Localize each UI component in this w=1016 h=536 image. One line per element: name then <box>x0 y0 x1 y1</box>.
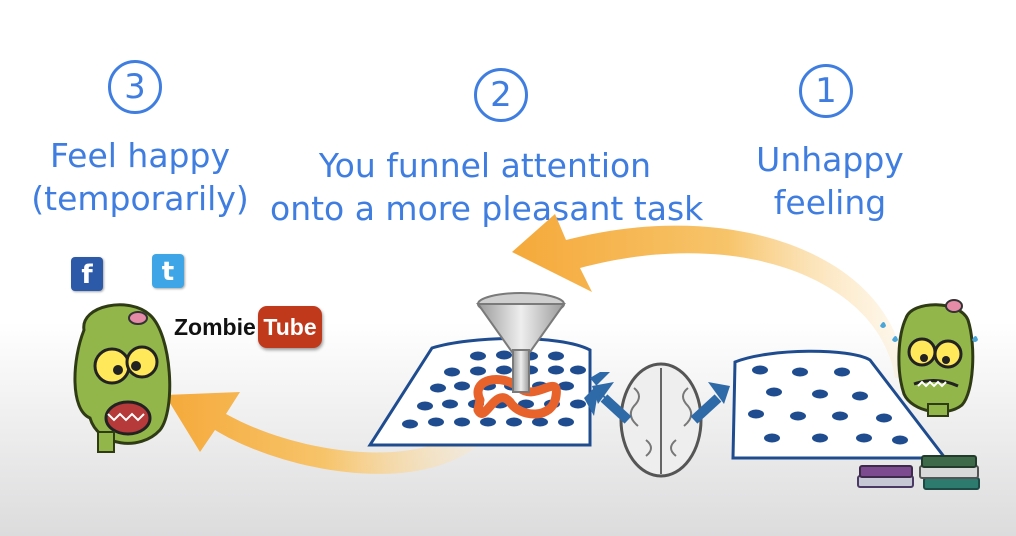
right-mode-arrow <box>690 382 730 424</box>
focused-dot <box>548 365 564 375</box>
step-1-line2: feeling <box>773 183 887 222</box>
unhappy-zombie-icon <box>880 299 978 417</box>
focused-dot <box>558 381 574 391</box>
focused-dot <box>454 417 470 427</box>
diffuse-dot <box>832 411 848 421</box>
facebook-icon: f <box>71 257 103 291</box>
focused-dot <box>558 417 574 427</box>
diffuse-dot <box>834 367 850 377</box>
step-3-number: 3 <box>108 60 162 114</box>
focused-dot <box>444 367 460 377</box>
focused-dot <box>496 365 512 375</box>
twitter-icon: t <box>152 254 184 288</box>
diffuse-dot <box>752 365 768 375</box>
diffuse-dot <box>892 435 908 445</box>
focused-dot <box>470 351 486 361</box>
step-2-line1: You funnel attention <box>318 146 652 185</box>
focused-dot <box>428 417 444 427</box>
focused-mode-slab <box>367 337 592 447</box>
diffuse-dot <box>790 411 806 421</box>
focused-dot <box>518 399 534 409</box>
zombietube-logo-text: Zombie <box>174 314 256 340</box>
diffuse-dot <box>764 433 780 443</box>
focused-dot <box>548 351 564 361</box>
focused-dot <box>506 417 522 427</box>
diffuse-dot <box>792 367 808 377</box>
focused-dot <box>480 417 496 427</box>
happy-zombie-icon <box>73 303 172 453</box>
diffuse-dot <box>766 387 782 397</box>
attention-arrow <box>512 214 905 378</box>
diffuse-dot <box>812 389 828 399</box>
focused-dot <box>430 383 446 393</box>
diffuse-dot <box>856 433 872 443</box>
step-3-caption: Feel happy (temporarily) <box>30 134 250 220</box>
step-2-caption: You funnel attention onto a more pleasan… <box>270 144 704 230</box>
diffuse-dot <box>852 391 868 401</box>
step-2-line2: onto a more pleasant task <box>270 189 704 228</box>
books-icon <box>857 455 980 490</box>
brain-icon <box>619 362 703 478</box>
focused-dot <box>570 365 586 375</box>
diffuse-dot <box>876 413 892 423</box>
focused-dot <box>532 417 548 427</box>
focused-dot <box>454 381 470 391</box>
focused-dot <box>417 401 433 411</box>
step-2-number: 2 <box>474 68 528 122</box>
zombietube-logo-badge: Tube <box>258 306 322 348</box>
happiness-arrow <box>165 392 485 474</box>
diffuse-dot <box>812 433 828 443</box>
step-3-line1: Feel happy <box>49 136 230 175</box>
focused-dot <box>496 350 512 360</box>
focused-pattern-squiggle <box>473 375 561 419</box>
focused-dot <box>402 419 418 429</box>
focused-dot <box>570 399 586 409</box>
step-1-caption: Unhappy feeling <box>740 138 920 224</box>
diffuse-dot <box>748 409 764 419</box>
step-3-line2: (temporarily) <box>31 179 249 218</box>
funnel-icon <box>476 292 566 393</box>
step-1-line1: Unhappy <box>756 140 904 179</box>
step-1-number: 1 <box>799 64 853 118</box>
left-mode-arrow <box>584 372 632 424</box>
diffuse-mode-slab <box>731 349 949 460</box>
focused-dot <box>470 366 486 376</box>
focused-dot <box>442 399 458 409</box>
